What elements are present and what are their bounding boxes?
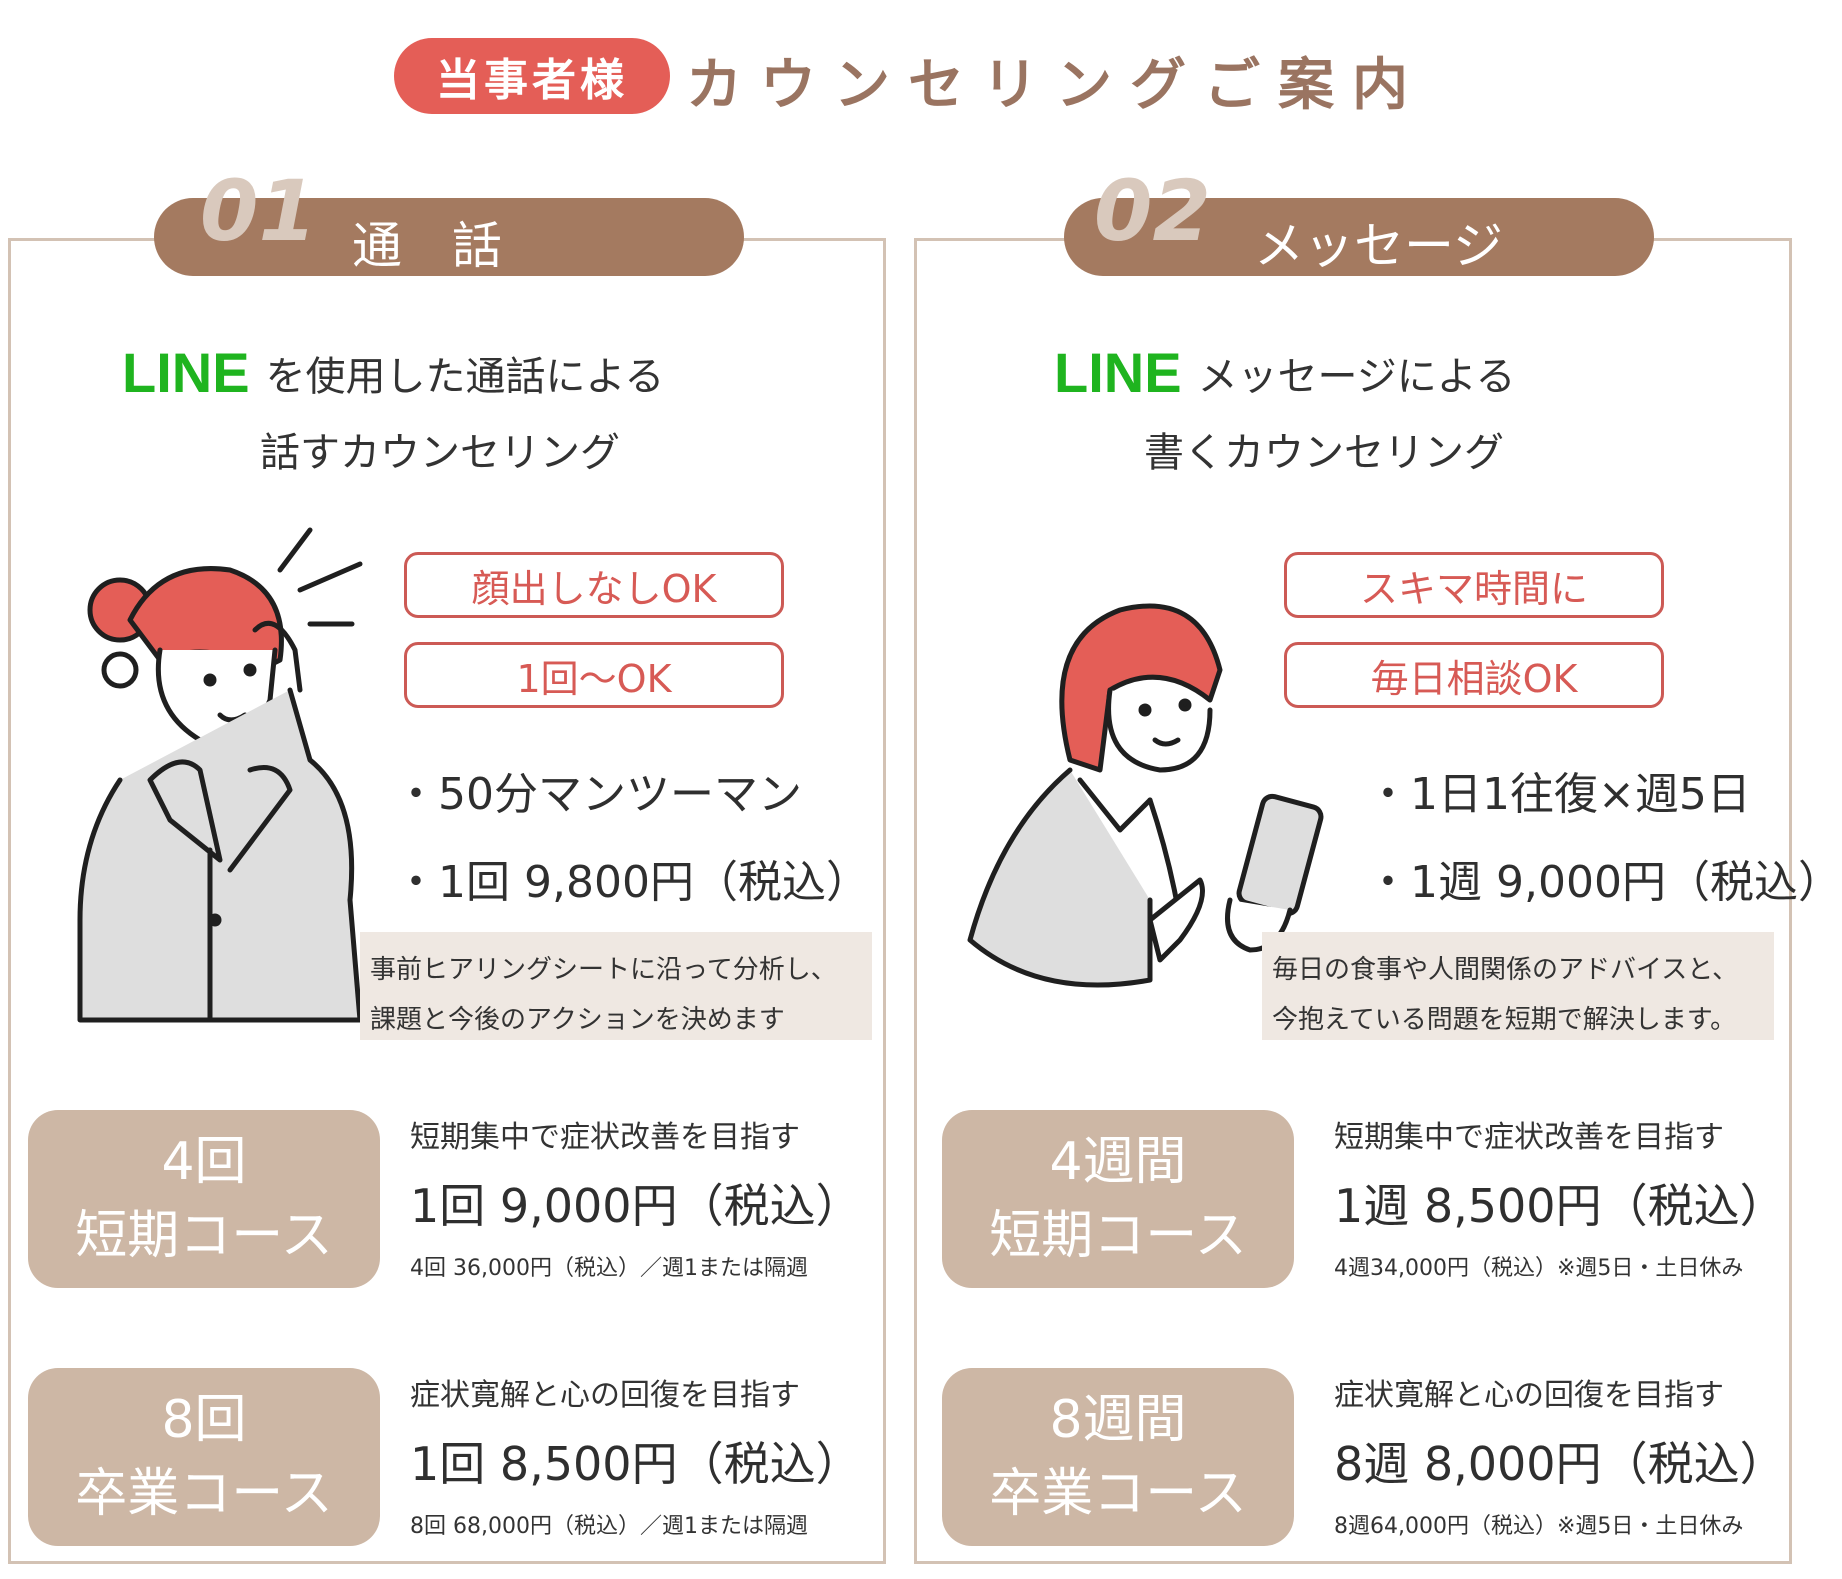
course-sub: 4回 36,000円（税込）／週1または隔週 xyxy=(410,1256,808,1281)
course-desc: 短期集中で症状改善を目指す xyxy=(410,1120,800,1155)
feature-pill-no-face: 顔出しなしOK xyxy=(404,552,784,618)
ribbon-title: 通 話 xyxy=(352,217,502,275)
course-sub: 8週64,000円（税込）※週5日・土日休み xyxy=(1334,1514,1744,1539)
note-line: 課題と今後のアクションを決めます xyxy=(370,1005,785,1035)
course-price: 8週 8,000円（税込） xyxy=(1334,1437,1786,1491)
ribbon-number: 02 xyxy=(1094,162,1211,260)
course-name: 短期コース xyxy=(75,1206,333,1266)
course-desc: 症状寛解と心の回復を目指す xyxy=(1334,1378,1724,1413)
ribbon-call xyxy=(154,198,744,276)
course-desc: 短期集中で症状改善を目指す xyxy=(1334,1120,1724,1155)
note-box: 毎日の食事や人間関係のアドバイスと、 今抱えている問題を短期で解決します。 xyxy=(1262,932,1774,1040)
note-line: 事前ヒアリングシートに沿って分析し、 xyxy=(370,955,837,985)
lead-line-2: 書くカウンセリング xyxy=(1144,430,1504,476)
course-name: 卒業コース xyxy=(75,1464,333,1524)
course-badge-4w: 4週間 短期コース xyxy=(942,1110,1294,1288)
note-line: 今抱えている問題を短期で解決します。 xyxy=(1272,1005,1737,1035)
feature-pill-single: 1回～OK xyxy=(404,642,784,708)
bullet-duration: ・50分マンツーマン xyxy=(394,769,802,820)
course-badge-8: 8回 卒業コース xyxy=(28,1368,380,1546)
note-line: 毎日の食事や人間関係のアドバイスと、 xyxy=(1272,955,1739,985)
course-name: 卒業コース xyxy=(989,1464,1247,1524)
course-sub: 8回 68,000円（税込）／週1または隔週 xyxy=(410,1514,808,1539)
course-price: 1回 9,000円（税込） xyxy=(410,1179,862,1233)
course-badge-4: 4回 短期コース xyxy=(28,1110,380,1288)
line-logo: LINE xyxy=(122,341,250,404)
ribbon-title: メッセージ xyxy=(1254,217,1503,275)
smartphone-woman-illustration xyxy=(967,603,1324,988)
ribbon-message xyxy=(1064,198,1654,276)
course-price: 1回 8,500円（税込） xyxy=(410,1437,862,1491)
course-desc: 症状寛解と心の回復を目指す xyxy=(410,1378,800,1413)
lead-line-2: 話すカウンセリング xyxy=(260,430,620,476)
course-price: 1週 8,500円（税込） xyxy=(1334,1179,1786,1233)
bullet-price: ・1回 9,800円（税込） xyxy=(394,857,870,908)
course-count: 8週間 xyxy=(1049,1390,1187,1450)
phone-call-woman-illustration xyxy=(77,527,363,1023)
feature-pill-spare-time: スキマ時間に xyxy=(1284,552,1664,618)
course-count: 4週間 xyxy=(1049,1132,1187,1192)
course-badge-8w: 8週間 卒業コース xyxy=(942,1368,1294,1546)
lead-line-1: LINE メッセージによる xyxy=(1054,340,1516,405)
header-badge: 当事者様 xyxy=(394,38,670,114)
bullet-price: ・1週 9,000円（税込） xyxy=(1366,857,1842,908)
course-count: 8回 xyxy=(161,1390,247,1450)
page-title: カウンセリングご案内 xyxy=(686,53,1426,118)
lead-text: を使用した通話による xyxy=(265,353,665,400)
note-box: 事前ヒアリングシートに沿って分析し、 課題と今後のアクションを決めます xyxy=(360,932,872,1040)
feature-pill-daily: 毎日相談OK xyxy=(1284,642,1664,708)
course-sub: 4週34,000円（税込）※週5日・土日休み xyxy=(1334,1256,1744,1281)
lead-text: メッセージによる xyxy=(1197,353,1516,400)
lead-line-1: LINE を使用した通話による xyxy=(122,340,664,405)
line-logo: LINE xyxy=(1054,341,1182,404)
course-count: 4回 xyxy=(161,1132,247,1192)
course-name: 短期コース xyxy=(989,1206,1247,1266)
ribbon-number: 01 xyxy=(200,162,317,260)
bullet-frequency: ・1日1往復×週5日 xyxy=(1366,769,1751,820)
